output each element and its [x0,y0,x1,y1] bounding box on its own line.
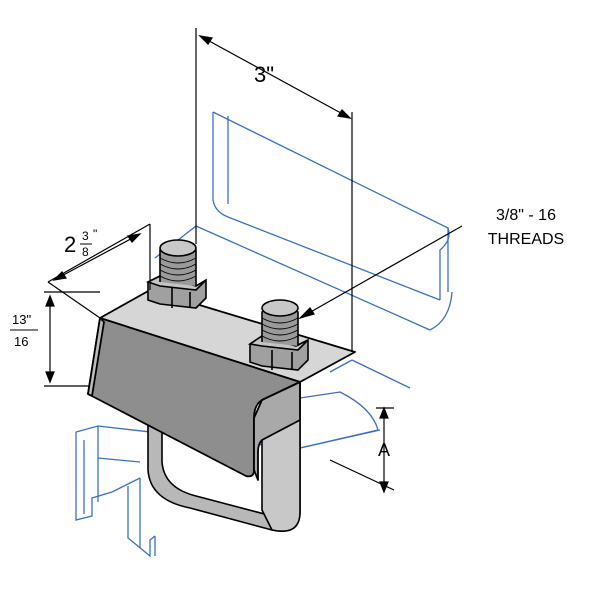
dimension-clearance [329,406,395,494]
thread-spec-line1: 3/8" - 16 [496,207,556,224]
depth-frac-den: 8 [82,245,89,259]
height-num: 13" [12,312,31,327]
depth-whole: 2 [64,232,76,257]
strut-channel [75,425,381,558]
width-label: 3" [254,62,274,87]
thread-leader [297,225,463,320]
depth-frac-num: 3 [82,229,89,243]
bolt-right [247,299,309,371]
bolt-left [145,239,207,309]
dimension-width [195,28,353,352]
depth-inch-mark: " [93,227,97,241]
dimension-height [44,291,100,387]
dimension-depth [47,223,151,319]
clearance-label: A [378,440,390,460]
height-den: 16 [14,334,28,349]
thread-spec-line2: THREADS [488,231,564,248]
clamp-body [87,289,356,481]
